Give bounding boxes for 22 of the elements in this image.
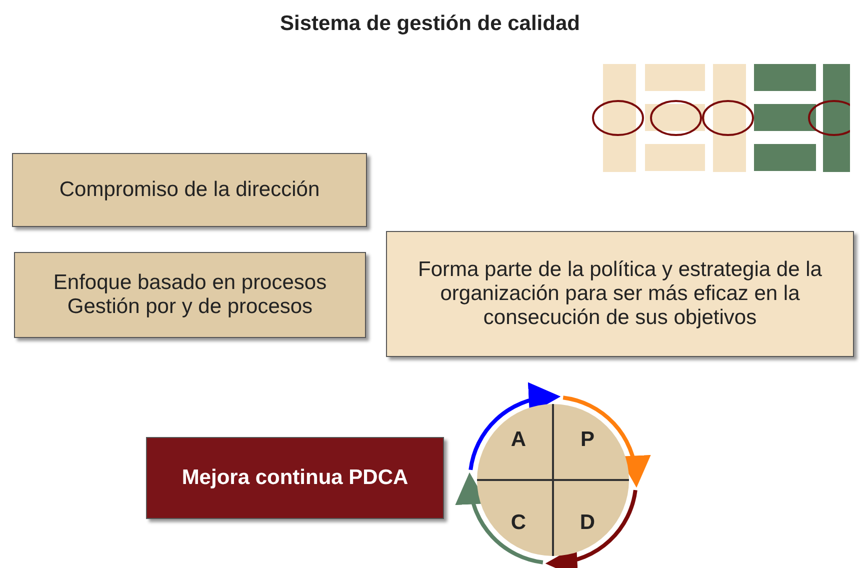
quadrant-letter: P (580, 428, 594, 452)
text-box (12, 153, 367, 227)
body-text: Forma parte de la política y estrategia de la organización para ser más eficaz en la consecución de sus objetivos (417, 258, 823, 330)
quadrant (477, 404, 553, 480)
heading-text: Mejora continua PDCA (182, 466, 408, 490)
quadrant-letter: A (510, 428, 526, 452)
text-box (386, 231, 854, 357)
title-box (146, 437, 444, 519)
body-text: Compromiso de la dirección (59, 178, 320, 202)
cycle-arrow (545, 490, 638, 568)
quadrant (553, 404, 629, 480)
quadrant (553, 480, 629, 556)
cycle-arrow (562, 396, 650, 488)
text-box (14, 252, 366, 338)
quadrant-letter: D (580, 510, 596, 534)
body-text: Gestión por y de procesos (67, 295, 313, 319)
title: Sistema de gestión de calidad (280, 12, 580, 36)
quadrant-letter: C (510, 510, 526, 534)
quadrant (477, 480, 553, 556)
cycle-arrow (456, 472, 544, 564)
cycle-arrow (468, 384, 561, 470)
body-text: Enfoque basado en procesos (53, 271, 327, 295)
